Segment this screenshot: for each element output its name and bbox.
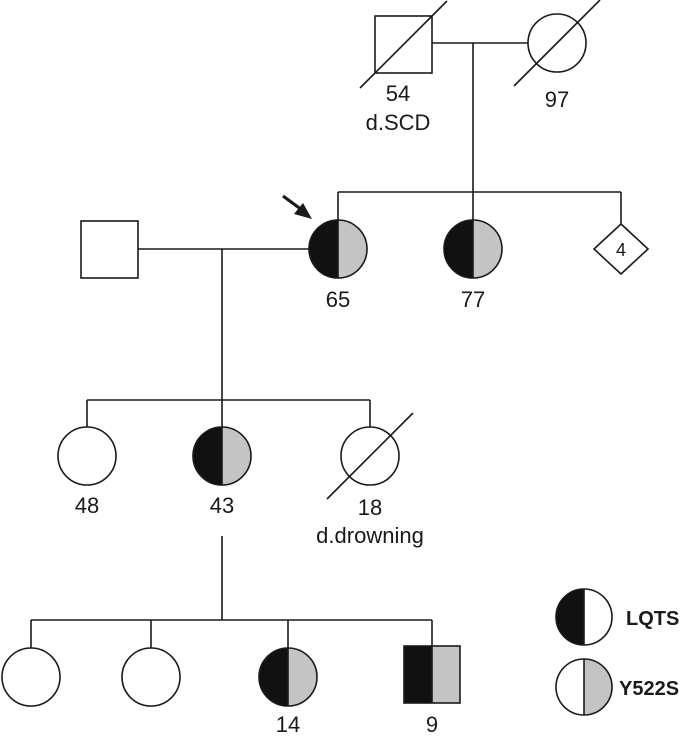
unknown-sex-diamond [592, 222, 650, 276]
age-label: 77 [461, 287, 485, 312]
lqts-half [444, 220, 473, 278]
legend: LQTS Y522S [555, 588, 679, 716]
gen4-child1 [1, 647, 61, 707]
gen1-father: 54 d.SCD [359, 0, 448, 135]
gen2-proband: 65 [308, 219, 368, 312]
lqts-half [309, 220, 338, 278]
legend-variant: Y522S [555, 658, 679, 716]
variant-half [288, 648, 317, 706]
gen2-siblings-group: 4 [592, 222, 650, 276]
variant-half [338, 220, 367, 278]
age-label: 97 [545, 87, 569, 112]
count-label: 4 [616, 240, 626, 260]
male-square [80, 220, 139, 279]
gen2-sister: 77 [443, 219, 503, 312]
deceased-slash [359, 0, 448, 89]
female-circle [57, 426, 117, 486]
gen3-daughter1: 48 [57, 426, 117, 518]
age-label: 54 [386, 81, 410, 106]
gen4-child4: 9 [403, 645, 461, 736]
female-circle [1, 647, 61, 707]
age-label: 14 [276, 712, 300, 736]
legend-variant-label: Y522S [619, 678, 679, 700]
death-note: d.SCD [366, 110, 431, 135]
age-label: 48 [75, 493, 99, 518]
variant-half [432, 646, 460, 703]
gen4-child2 [121, 647, 181, 707]
variant-half [473, 220, 502, 278]
gen3-daughter2: 43 [192, 426, 252, 518]
death-note: d.drowning [316, 523, 424, 548]
age-label: 43 [210, 493, 234, 518]
deceased-slash [326, 412, 414, 500]
pedigree-lines [30, 42, 622, 648]
legend-lqts-label: LQTS [626, 608, 679, 630]
variant-half [222, 427, 251, 485]
female-circle [121, 647, 181, 707]
proband-arrow [282, 194, 312, 219]
deceased-slash [513, 0, 601, 87]
legend-lqts: LQTS [555, 588, 679, 646]
legend-lqts-swatch [556, 589, 584, 645]
lqts-half [404, 646, 432, 703]
lqts-half [259, 648, 288, 706]
gen1-mother: 97 [513, 0, 601, 112]
age-label: 18 [358, 495, 382, 520]
arrow-shaft [282, 194, 303, 212]
lqts-half [193, 427, 222, 485]
gen2-spouse [80, 220, 139, 279]
age-label: 65 [326, 287, 350, 312]
age-label: 9 [426, 712, 438, 736]
gen4-child3: 14 [258, 647, 318, 736]
legend-variant-swatch [584, 659, 612, 715]
arrow-head [294, 203, 312, 219]
gen3-daughter3: 18 d.drowning [316, 412, 424, 548]
